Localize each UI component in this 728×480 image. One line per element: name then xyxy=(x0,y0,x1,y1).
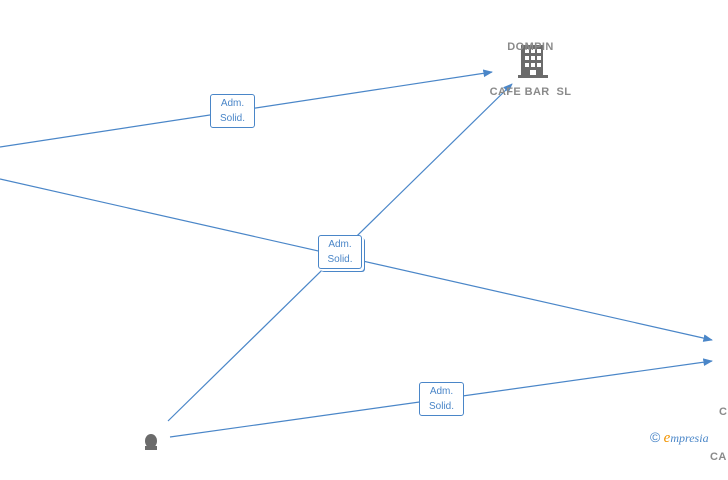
edge-label[interactable]: Adm. Solid. xyxy=(210,94,255,128)
relationship-graph xyxy=(0,45,713,450)
edge-label-line1: Adm. xyxy=(328,239,352,250)
copyright-icon: © xyxy=(650,429,661,445)
edge-label-line1: Adm. xyxy=(220,98,245,109)
empresia-logo: © empresia xyxy=(650,429,709,447)
company-top-label[interactable]: DOMPIN CAFE BAR SL xyxy=(480,10,581,115)
company-right-name-line2: CA xyxy=(710,451,727,463)
edge-label-line2: Solid. xyxy=(219,113,245,124)
edge-label[interactable]: Adm. Solid. xyxy=(318,235,362,269)
edge-label[interactable]: Adm. Solid. xyxy=(419,382,464,416)
brand-name: mpresia xyxy=(670,431,709,445)
company-right-name-line1: C xyxy=(719,406,728,418)
company-right-label[interactable]: C CA xyxy=(710,375,728,480)
edge-label-line2: Solid. xyxy=(327,254,353,265)
company-top-name-line2: CAFE BAR SL xyxy=(489,86,572,98)
edge-label-line2: Solid. xyxy=(428,401,454,412)
person-icon[interactable] xyxy=(145,434,157,450)
building-icon[interactable] xyxy=(518,45,548,78)
edge-label-line1: Adm. xyxy=(429,386,454,397)
brand-e: e xyxy=(663,430,671,446)
company-top-name-line1: DOMPIN xyxy=(507,41,554,53)
